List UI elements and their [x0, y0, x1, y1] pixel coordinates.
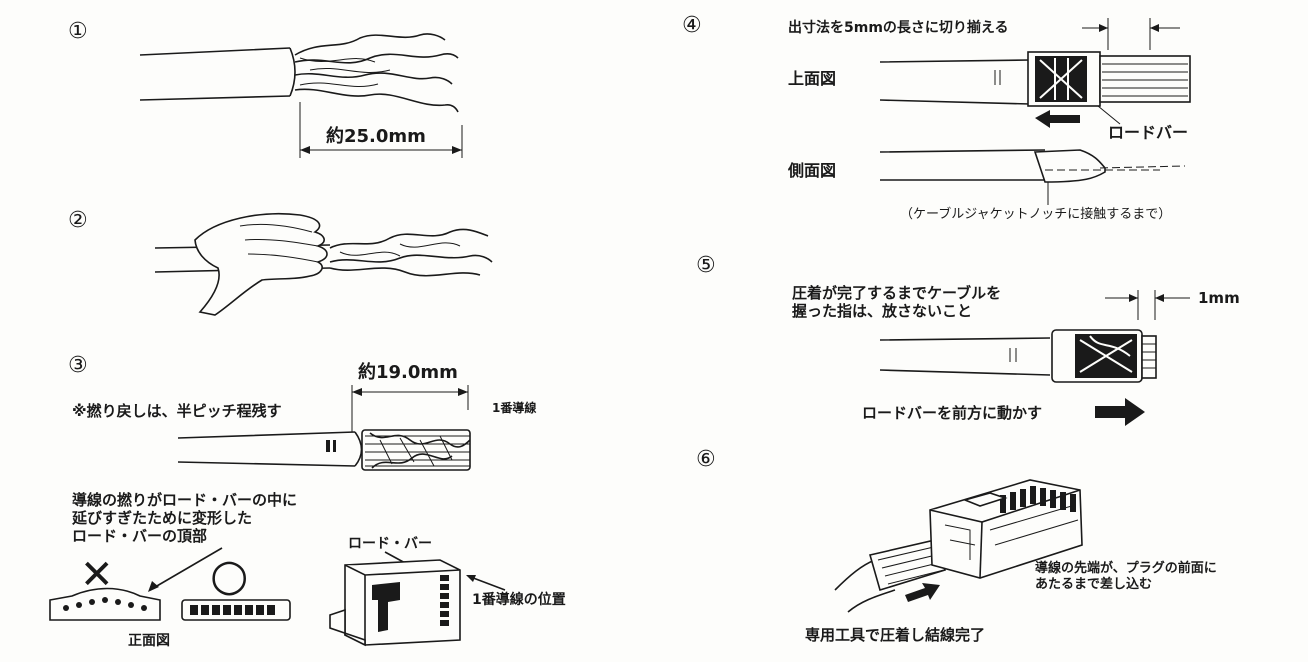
cable-jacket	[879, 337, 1051, 376]
step-6: ⑥ 導線の先端が、プラグの前面に あたるまで差し込む 専用工具で圧着し結線完了	[696, 447, 1217, 644]
pointer-arrow	[149, 547, 223, 591]
step-2: ②	[68, 208, 493, 316]
load-bar-label: ロードバー	[1108, 123, 1188, 142]
correct-load-bar	[181, 599, 291, 621]
step-2-number: ②	[68, 208, 88, 233]
cut-5mm-label: 出寸法を5mmの長さに切り揃える	[788, 19, 1009, 36]
step-6-number: ⑥	[696, 447, 716, 472]
crimp-complete-label: 専用工具で圧着し結線完了	[805, 626, 985, 644]
cable-jacket	[139, 47, 291, 101]
load-bar-top-view	[1027, 51, 1191, 107]
load-bar-3d	[329, 559, 461, 647]
wire-1-position-label: 1番導線の位置	[472, 591, 566, 608]
load-bar-label: ロード・バー	[348, 536, 432, 552]
step-3-number: ③	[68, 353, 88, 378]
warning-line-1: 導線の撚りがロード・バーの中に	[72, 491, 297, 509]
side-view-label: 側面図	[787, 161, 836, 180]
step-4-number: ④	[682, 13, 702, 38]
twisted-pairs	[294, 33, 459, 113]
top-view-label: 上面図	[788, 69, 836, 88]
step-5-number: ⑤	[696, 253, 716, 278]
ok-circle-icon: ○	[210, 550, 248, 601]
half-pitch-note: ※撚り戻しは、半ピッチ程残す	[72, 402, 282, 420]
mm-1-label: 1mm	[1198, 289, 1240, 307]
front-view-label: 正面図	[128, 633, 170, 649]
step-3: ③ 約19.0mm ※撚り戻しは、半ピッチ程残す 1番導線 導線の撚りがロード・…	[49, 353, 566, 649]
cable-jacket	[879, 59, 1031, 105]
cable-jacket	[879, 149, 1046, 181]
left-arrow-icon	[1035, 110, 1080, 128]
hold-line-1: 圧着が完了するまでケーブルを	[792, 284, 1001, 302]
load-bar-side-view	[1033, 149, 1106, 183]
cable-jacket	[177, 431, 356, 467]
load-bar-inserted	[1051, 329, 1157, 383]
insert-line-2: あたるまで差し込む	[1035, 576, 1152, 592]
deformed-load-bar	[49, 587, 161, 621]
step-1: ① 約25.0mm	[68, 19, 463, 158]
wire-bundle	[361, 429, 471, 471]
wires-bundle	[868, 539, 947, 592]
move-forward-label: ロードバーを前方に動かす	[862, 404, 1042, 422]
warning-line-2: 延びすぎたために変形した	[71, 509, 252, 527]
step-5: ⑤ 圧着が完了するまでケーブルを 握った指は、放さないこと 1mm ロードバーを…	[696, 253, 1240, 426]
step-1-number: ①	[68, 19, 88, 44]
rj45-plug	[929, 479, 1083, 579]
hand-icon	[194, 212, 328, 316]
push-arrow-icon	[905, 583, 940, 602]
insert-line-1: 導線の先端が、プラグの前面に	[1035, 560, 1217, 576]
step-4: ④ 出寸法を5mmの長さに切り揃える 上面図 ロードバー 側面図 （ケーブルジャ…	[682, 13, 1191, 222]
warning-line-3: ロード・バーの頂部	[72, 527, 207, 545]
dim-25mm-label: 約25.0mm	[326, 125, 426, 147]
hold-line-2: 握った指は、放さないこと	[792, 302, 972, 320]
wire-1-label: 1番導線	[492, 400, 536, 415]
dim-19mm-label: 約19.0mm	[358, 361, 458, 383]
jacket-notch-note: （ケーブルジャケットノッチに接触するまで）	[900, 206, 1171, 222]
right-arrow-icon	[1095, 398, 1145, 426]
